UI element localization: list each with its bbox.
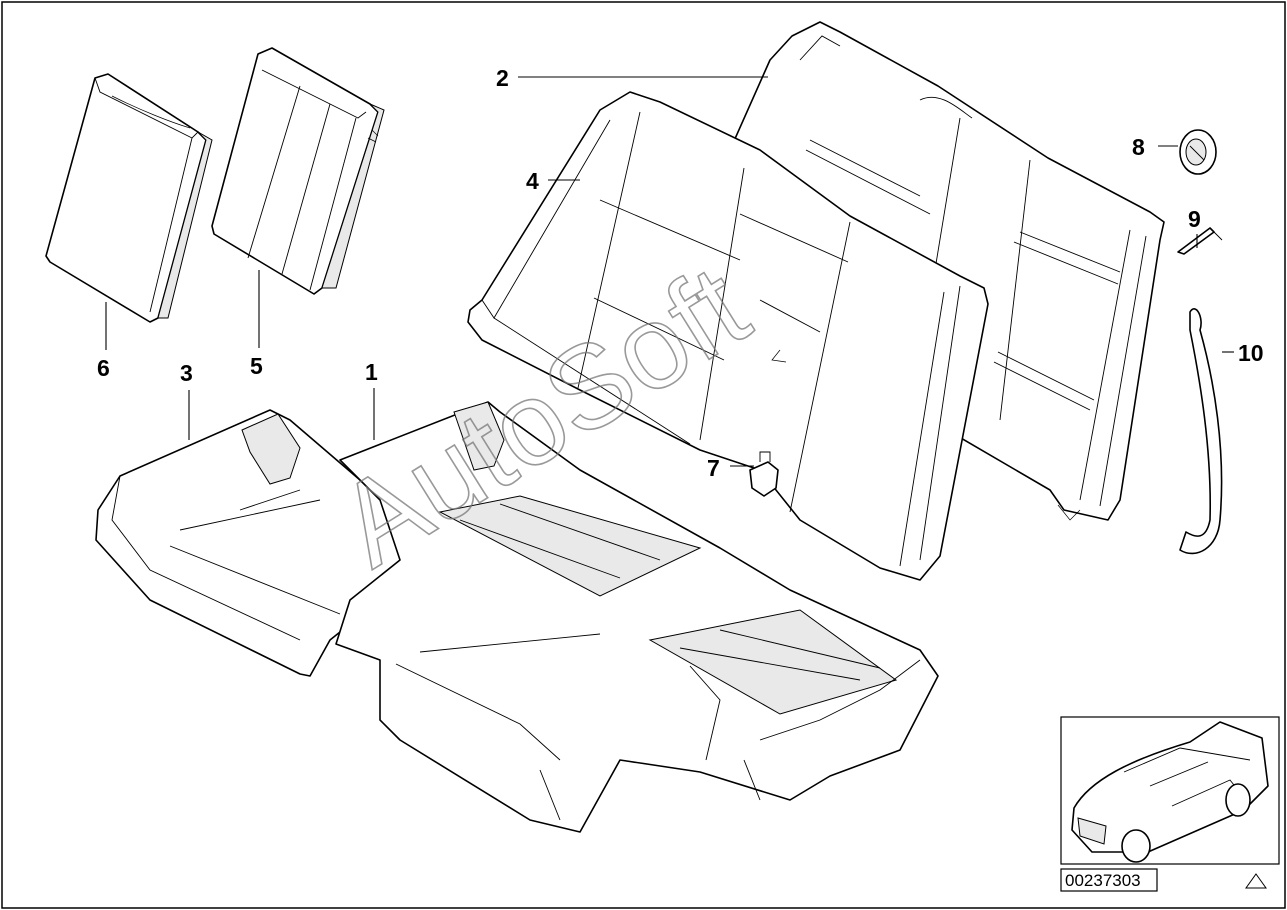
diagram-number: 00237303 — [1065, 871, 1141, 890]
callout-4: 4 — [526, 168, 539, 194]
callout-1: 1 — [365, 359, 378, 385]
part-3-seat-cushion — [95, 409, 481, 677]
callout-7: 7 — [707, 455, 720, 481]
callout-8: 8 — [1132, 134, 1145, 160]
callout-5: 5 — [250, 353, 263, 379]
diagram-number-box: 00237303 — [1060, 868, 1158, 892]
vehicle-location-inset — [1060, 716, 1280, 865]
part-5-backrest-side-panel — [211, 47, 385, 295]
part-4-backrest-pad — [467, 91, 989, 581]
callout-3: 3 — [180, 360, 193, 386]
callout-2: 2 — [496, 65, 509, 91]
leader-lines — [105, 76, 1234, 467]
callout-9: 9 — [1188, 206, 1201, 232]
part-1-seat-cushion — [335, 401, 939, 833]
callout-10: 10 — [1238, 340, 1264, 366]
part-8-cap — [1179, 129, 1217, 175]
callout-labels: 1 2 3 4 5 6 7 8 9 10 — [97, 65, 1264, 481]
part-7-clip — [749, 451, 779, 497]
triangle-icon — [1245, 873, 1267, 889]
part-6-backrest-panel — [45, 73, 213, 323]
part-9-bracket — [1177, 227, 1223, 255]
part-10-retaining-rod — [1179, 308, 1223, 555]
callout-6: 6 — [97, 355, 110, 381]
